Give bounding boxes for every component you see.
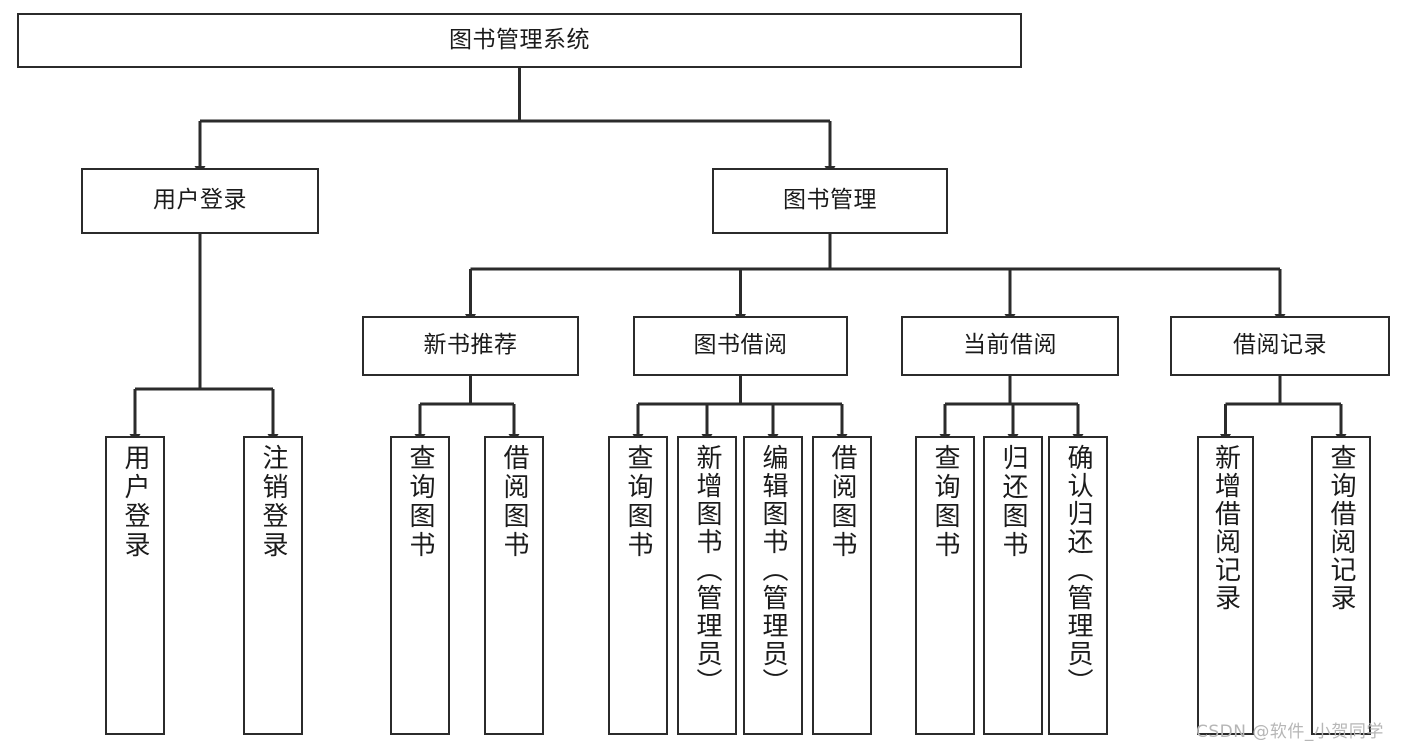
node-label: 用户登录 bbox=[120, 444, 150, 560]
node-label: 归还图书 bbox=[998, 444, 1028, 560]
node-label: 借阅图书 bbox=[499, 444, 529, 560]
node-leaf-nb-query[interactable]: 查询图书 bbox=[390, 436, 450, 735]
node-label: 新书推荐 bbox=[423, 332, 518, 359]
node-label: 图书管理系统 bbox=[449, 26, 590, 53]
node-label: 查询图书 bbox=[623, 444, 653, 560]
node-leaf-creturn[interactable]: 归还图书 bbox=[983, 436, 1043, 735]
node-leaf-logout[interactable]: 注销登录 bbox=[243, 436, 303, 735]
node-label: 查询借阅记录 bbox=[1326, 444, 1356, 612]
node-borrow[interactable]: 图书借阅 bbox=[633, 316, 848, 376]
node-label: 借阅记录 bbox=[1233, 332, 1327, 359]
node-label: 确认归还（管理员） bbox=[1063, 444, 1093, 696]
node-leaf-cconfirm[interactable]: 确认归还（管理员） bbox=[1048, 436, 1108, 735]
node-bookmgmt[interactable]: 图书管理 bbox=[712, 168, 948, 234]
node-newbook[interactable]: 新书推荐 bbox=[362, 316, 579, 376]
node-leaf-cq[interactable]: 查询图书 bbox=[915, 436, 975, 735]
node-leaf-login[interactable]: 用户登录 bbox=[105, 436, 165, 735]
watermark: CSDN @软件_小贺同学 bbox=[1196, 722, 1384, 742]
connector-lines bbox=[129, 68, 1347, 443]
node-label: 用户登录 bbox=[153, 187, 247, 214]
node-leaf-bborrow[interactable]: 借阅图书 bbox=[812, 436, 872, 735]
node-leaf-nb-borrow[interactable]: 借阅图书 bbox=[484, 436, 544, 735]
node-leaf-rquery[interactable]: 查询借阅记录 bbox=[1311, 436, 1371, 735]
node-leaf-bedit[interactable]: 编辑图书（管理员） bbox=[743, 436, 803, 735]
node-login[interactable]: 用户登录 bbox=[81, 168, 319, 234]
node-label: 查询图书 bbox=[930, 444, 960, 560]
node-label: 图书管理 bbox=[783, 187, 877, 214]
node-label: 新增图书（管理员） bbox=[692, 444, 722, 696]
node-current[interactable]: 当前借阅 bbox=[901, 316, 1119, 376]
node-label: 图书借阅 bbox=[693, 332, 788, 359]
node-leaf-bq[interactable]: 查询图书 bbox=[608, 436, 668, 735]
node-leaf-radd[interactable]: 新增借阅记录 bbox=[1197, 436, 1254, 735]
node-label: 当前借阅 bbox=[963, 332, 1057, 359]
node-label: 注销登录 bbox=[258, 444, 288, 560]
node-label: 借阅图书 bbox=[827, 444, 857, 560]
node-label: 新增借阅记录 bbox=[1210, 444, 1241, 612]
node-label: 编辑图书（管理员） bbox=[758, 444, 788, 696]
node-leaf-badd[interactable]: 新增图书（管理员） bbox=[677, 436, 737, 735]
node-root[interactable]: 图书管理系统 bbox=[17, 13, 1022, 68]
node-records[interactable]: 借阅记录 bbox=[1170, 316, 1390, 376]
node-label: 查询图书 bbox=[405, 444, 435, 560]
